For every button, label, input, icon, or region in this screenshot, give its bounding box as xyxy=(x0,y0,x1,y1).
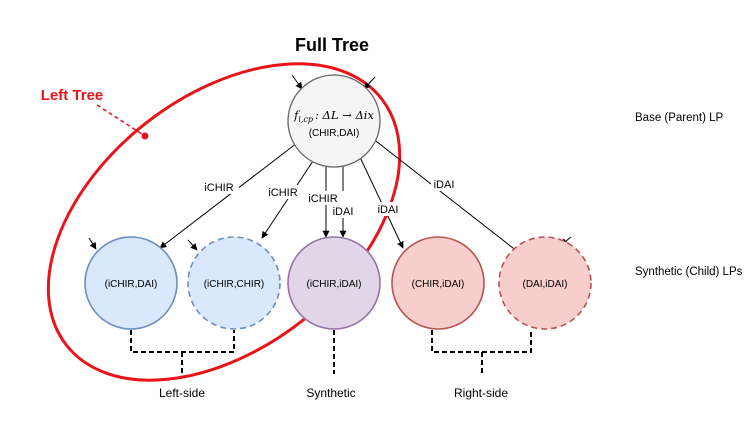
edge-label-4: iDAI xyxy=(333,206,354,218)
group-label-right: Right-side xyxy=(454,386,508,400)
child-node-5 xyxy=(498,236,592,330)
edge-label-3: iCHIR xyxy=(308,193,337,205)
group-label-left: Left-side xyxy=(159,386,205,400)
parent-formula: fi,cp: ΔL → Δix xyxy=(293,108,374,124)
edge-label-2: iCHIR xyxy=(268,187,297,199)
edge-to-child-5 xyxy=(371,137,523,256)
base-lp-label: Base (Parent) LP xyxy=(635,112,724,124)
left-bracket xyxy=(130,330,235,353)
edge-label-bgs xyxy=(199,177,457,218)
diagram-title: Full Tree xyxy=(295,35,369,55)
synthetic-lp-label: Synthetic (Child) LPs xyxy=(635,266,743,278)
left-tree-label: Left Tree xyxy=(41,87,104,104)
parent-node xyxy=(287,74,381,168)
edge-to-child-1 xyxy=(159,142,298,249)
group-label-synthetic: Synthetic xyxy=(306,386,355,400)
child-label-5: (DAI,iDAI) xyxy=(523,279,568,290)
edge-label-1: iCHIR xyxy=(204,182,233,194)
child-label-1: (iCHIR,DAI) xyxy=(105,279,158,290)
parent-input-arrow-left xyxy=(291,74,303,90)
left-tree-pointer-dot xyxy=(141,132,149,140)
child-node-1 xyxy=(84,236,178,330)
parent-label: (CHIR,DAI) xyxy=(309,128,360,139)
left-tree-pointer xyxy=(96,104,146,137)
right-bracket xyxy=(431,330,532,353)
edge-label-5: iDAI xyxy=(378,204,399,216)
child-label-3: (iCHIR,iDAI) xyxy=(307,279,362,290)
child-label-2: (iCHIR,CHIR) xyxy=(204,279,265,290)
edge-to-child-4 xyxy=(357,152,404,249)
child-node-3 xyxy=(287,236,381,330)
edge-label-6: iDAI xyxy=(434,179,455,191)
child-label-4: (CHIR,iDAI) xyxy=(412,279,465,290)
group-brackets xyxy=(130,330,532,374)
child-node-4 xyxy=(391,236,485,330)
left-tree-outline xyxy=(46,62,402,382)
child-node-2 xyxy=(187,236,281,330)
